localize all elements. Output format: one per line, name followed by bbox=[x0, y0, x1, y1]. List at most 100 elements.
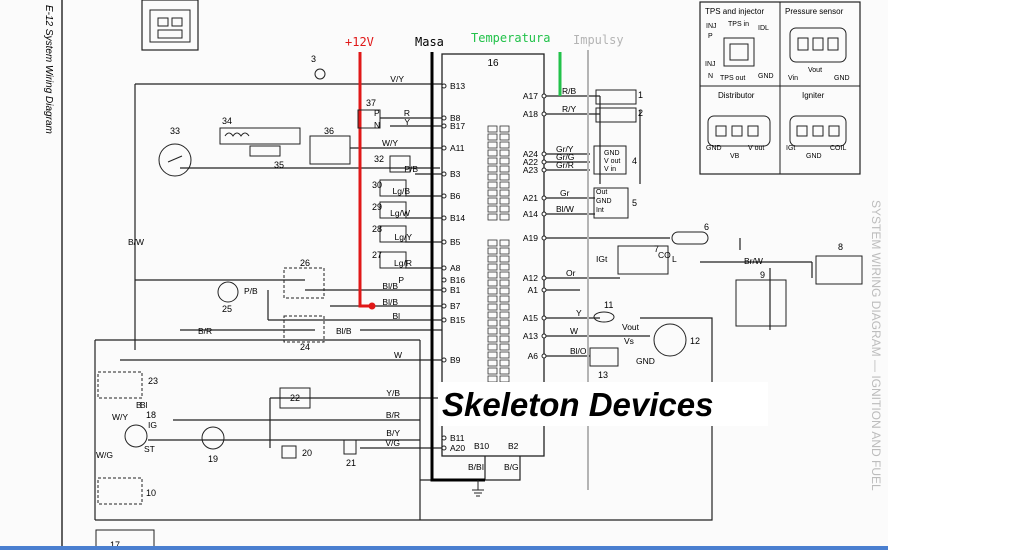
ecu-pin-b17: B17 bbox=[450, 121, 465, 131]
ecu-pin-terminal bbox=[541, 333, 547, 339]
relay-connector-top-left bbox=[141, 0, 199, 51]
brand-banner: Skeleton Devices bbox=[442, 386, 713, 423]
component-number-8: 8 bbox=[838, 242, 843, 252]
wire-bbi: B/BI bbox=[468, 462, 484, 472]
ecu-pin-a22: A22 bbox=[523, 157, 538, 167]
ecu-pin-b2: B2 bbox=[508, 441, 519, 451]
ecu-pin-terminal bbox=[441, 357, 447, 363]
ecu-pin-terminal bbox=[541, 235, 547, 241]
component-number-18: 18 bbox=[146, 410, 156, 420]
ecu-pin-terminal bbox=[541, 151, 547, 157]
ground-symbol-ecu bbox=[472, 480, 484, 497]
legend-dist-vout: V out bbox=[748, 145, 764, 152]
misc-wire-label: Bl bbox=[140, 400, 148, 410]
legend-dist-gnd: GND bbox=[706, 145, 722, 152]
wiring-diagram-page bbox=[0, 0, 888, 550]
conn4-vin: V in bbox=[604, 166, 616, 173]
wire-label: Lg/R bbox=[394, 258, 412, 268]
wire-label: Y/B bbox=[386, 388, 400, 398]
component-number-3: 3 bbox=[311, 54, 316, 64]
component-number-13: 13 bbox=[598, 370, 608, 380]
component-number-23: 23 bbox=[148, 376, 158, 386]
wire-label: Lg/B bbox=[393, 186, 411, 196]
component-17 bbox=[95, 529, 155, 550]
ecu-pin-b14: B14 bbox=[450, 213, 465, 223]
component-number-33: 33 bbox=[170, 126, 180, 136]
ecu-pin-a24: A24 bbox=[523, 149, 538, 159]
component-number-10: 10 bbox=[146, 488, 156, 498]
ecu-pin-terminal bbox=[541, 195, 547, 201]
temperature-label: Temperatura bbox=[471, 31, 550, 45]
component-number-7: 7 bbox=[654, 244, 659, 254]
legend-pressure-vin: Vin bbox=[788, 75, 798, 82]
component-2 bbox=[595, 107, 637, 123]
wire-label: Y bbox=[404, 117, 410, 127]
component-number-27: 27 bbox=[372, 250, 382, 260]
wire-label: Bl/B bbox=[382, 281, 398, 291]
component-number-37: 37 bbox=[366, 98, 376, 108]
wire-label: Y bbox=[576, 308, 582, 318]
misc-wire-label: IGt bbox=[596, 254, 608, 264]
legend-pressure-gnd: GND bbox=[834, 75, 850, 82]
ecu-pin-terminal bbox=[441, 287, 447, 293]
ecu-pin-b5: B5 bbox=[450, 237, 461, 247]
ecu-pin-b1: B1 bbox=[450, 285, 461, 295]
legend-dist-vb: VB bbox=[730, 153, 740, 160]
ecu-pin-terminal bbox=[441, 265, 447, 271]
legend-pressure-title: Pressure sensor bbox=[785, 7, 844, 16]
component-number-20: 20 bbox=[302, 448, 312, 458]
ecu-pin-terminal bbox=[441, 277, 447, 283]
component-36 bbox=[309, 135, 351, 165]
component-number-30: 30 bbox=[372, 180, 382, 190]
component-8 bbox=[815, 255, 863, 285]
ecu-pin-b9: B9 bbox=[450, 355, 461, 365]
component-number-11: 11 bbox=[604, 300, 613, 310]
misc-wire-label: B/W bbox=[128, 237, 144, 247]
component-13 bbox=[589, 347, 619, 367]
component-12 bbox=[653, 323, 687, 357]
component-27 bbox=[379, 251, 407, 269]
ecu-pin-terminal bbox=[441, 123, 447, 129]
ecu-pin-b6: B6 bbox=[450, 191, 461, 201]
wire-label: B/R bbox=[386, 410, 400, 420]
ecu-pin-a12: A12 bbox=[523, 273, 538, 283]
ecu-pin-terminal bbox=[541, 159, 547, 165]
legend-ign-igt: IGt bbox=[786, 145, 795, 152]
component-number-22: 22 bbox=[290, 393, 300, 403]
conn4-gnd: GND bbox=[604, 150, 620, 157]
component-number-24: 24 bbox=[300, 342, 310, 352]
page-title: E-12 System Wiring Diagram bbox=[43, 5, 54, 134]
wire-label: Bl bbox=[392, 311, 400, 321]
component-24 bbox=[283, 315, 325, 343]
ecu-pin-a23: A23 bbox=[523, 165, 538, 175]
ecu-pin-a21: A21 bbox=[523, 193, 538, 203]
component-number-9: 9 bbox=[760, 270, 765, 280]
misc-wire-label: W/Y bbox=[112, 412, 128, 422]
left-wire-labels: V/YRYW/YP/BLg/BLg/WLg/YLg/RPBl/BBl/BBlWY… bbox=[382, 74, 418, 448]
connector-labels: Out GND Int GND V out V in bbox=[596, 150, 620, 214]
ecu-pin-b13: B13 bbox=[450, 81, 465, 91]
component-35 bbox=[249, 145, 281, 157]
ecu-pin-terminal bbox=[441, 303, 447, 309]
misc-wire-label: L bbox=[672, 254, 677, 264]
ecu-pin-a17: A17 bbox=[523, 91, 538, 101]
legend-ign-coil: COIL bbox=[830, 145, 846, 152]
wire-label: R bbox=[404, 108, 410, 118]
wire-bg: B/G bbox=[504, 462, 519, 472]
component-number-19: 19 bbox=[208, 454, 218, 464]
wire-label: V/G bbox=[385, 438, 400, 448]
ecu-pin-terminal bbox=[541, 315, 547, 321]
component-numbers: 3333435363732302928272625242322212019181… bbox=[110, 54, 843, 550]
wire-label: V/Y bbox=[390, 74, 404, 84]
component-number-36: 36 bbox=[324, 126, 334, 136]
component-28 bbox=[379, 225, 407, 243]
plus12v-label: +12V bbox=[345, 35, 374, 49]
ecu-pin-terminal bbox=[541, 275, 547, 281]
misc-wire-label: B/R bbox=[198, 326, 212, 336]
blank-margin bbox=[888, 0, 1024, 550]
components-right bbox=[589, 89, 863, 367]
component-9 bbox=[735, 279, 787, 327]
component-29 bbox=[379, 201, 407, 219]
component-20 bbox=[281, 445, 297, 459]
